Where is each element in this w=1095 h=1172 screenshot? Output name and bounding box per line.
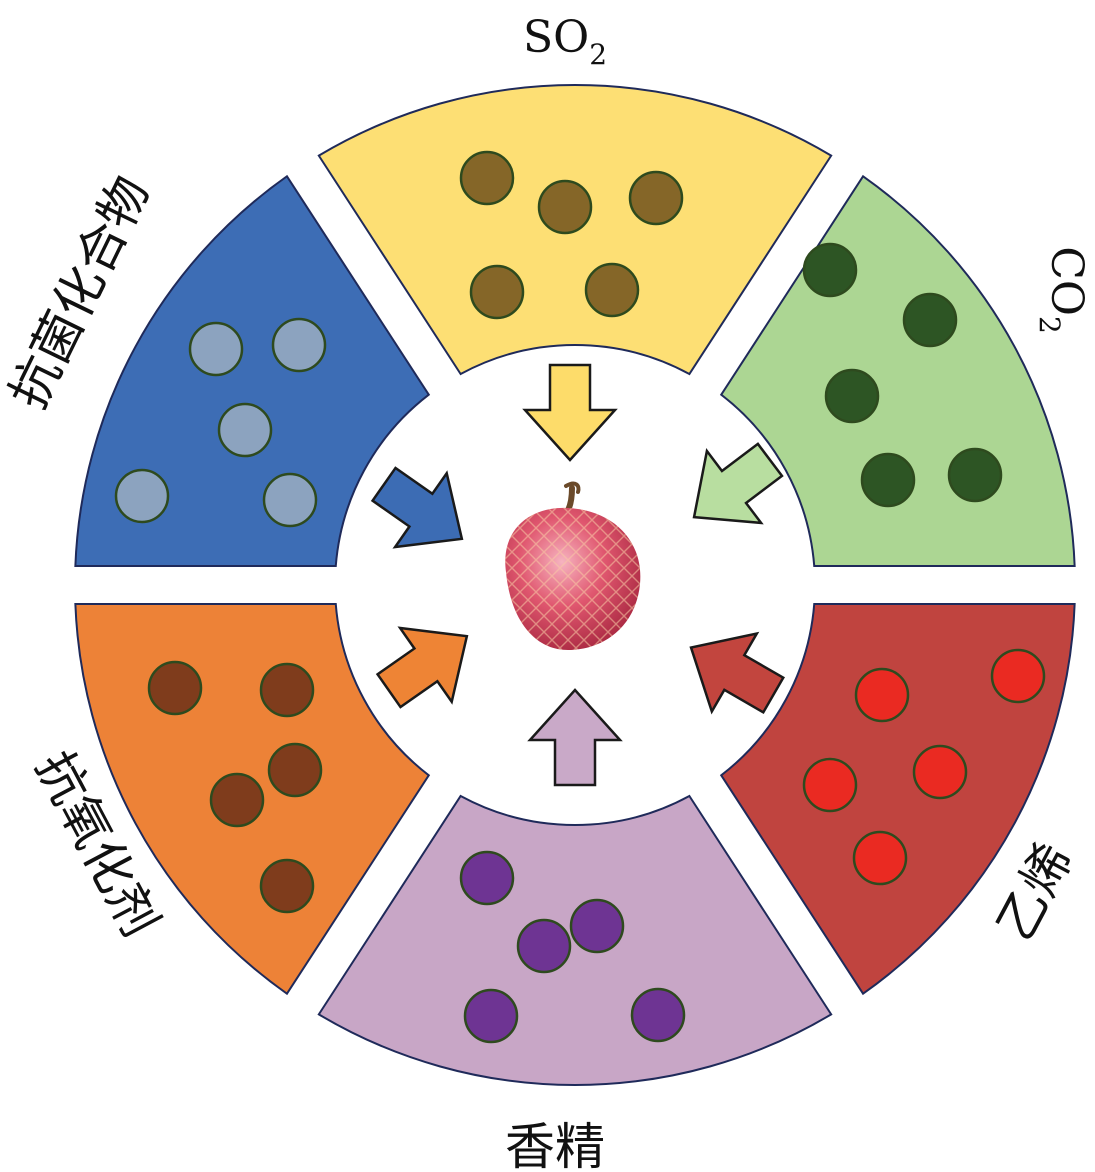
particle-antibacterial-4 [114,468,170,524]
particle-flavor-4 [463,988,519,1044]
particle-flavor-2 [569,898,625,954]
particle-antibacterial-2 [271,317,327,373]
arrow-ethylene [689,631,786,715]
particle-antibacterial-5 [262,472,318,528]
particle-ethylene-1 [990,648,1046,704]
arrow-co2 [692,442,784,525]
particle-so2-3 [628,170,684,226]
particle-co2-2 [902,292,958,348]
segment-ethylene [719,603,1076,996]
particle-so2-4 [469,264,525,320]
particle-so2-2 [537,179,593,235]
segment-antibacterial [74,174,431,567]
particle-so2-1 [459,150,515,206]
particle-antibacterial-1 [188,321,244,377]
particle-flavor-3 [516,918,572,974]
label-ethylene: 乙烯 [986,834,1084,950]
arrow-group [370,363,786,787]
particle-co2-1 [802,242,858,298]
particle-antioxidant-2 [259,662,315,718]
particle-group [114,150,1046,1044]
particle-ethylene-4 [802,757,858,813]
arrow-antibacterial [370,466,464,549]
lychee-fruit-icon [505,481,641,650]
particle-antioxidant-3 [267,742,323,798]
particle-antioxidant-5 [259,858,315,914]
particle-antioxidant-4 [209,772,265,828]
label-co2: CO2 [1033,246,1092,334]
label-flavor: 香精 [505,1118,605,1172]
particle-antioxidant-1 [147,660,203,716]
particle-ethylene-2 [854,667,910,723]
particle-antibacterial-3 [217,402,273,458]
arrow-antioxidant [375,626,469,709]
particle-flavor-1 [459,850,515,906]
particle-co2-5 [947,447,1003,503]
particle-co2-4 [860,452,916,508]
arrow-so2 [522,363,618,462]
particle-ethylene-5 [852,830,908,886]
arrow-flavor [527,688,623,787]
particle-flavor-5 [630,987,686,1043]
label-so2: SO2 [523,12,607,71]
particle-co2-3 [824,368,880,424]
particle-ethylene-3 [912,744,968,800]
particle-so2-5 [584,262,640,318]
